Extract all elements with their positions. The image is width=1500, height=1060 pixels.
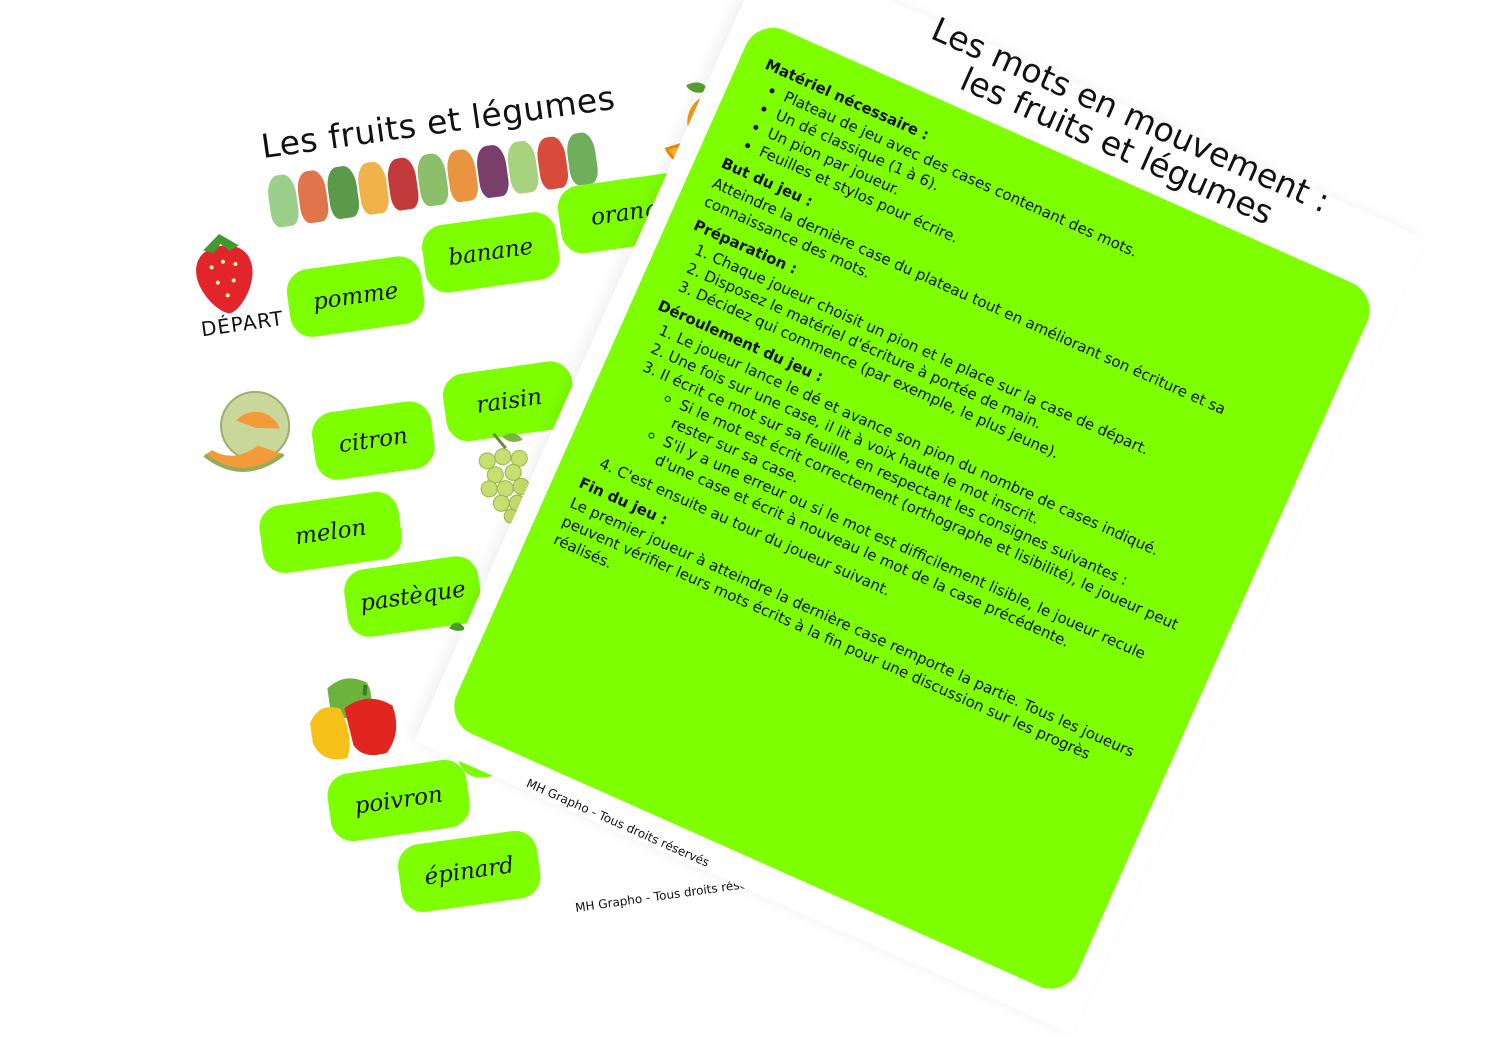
pepper-icon (310, 678, 397, 760)
strawberry-icon (196, 234, 253, 314)
board-tile: pomme (284, 253, 428, 340)
melon-icon (203, 390, 291, 472)
board-tile: citron (309, 398, 438, 483)
board-tile: melon (256, 488, 405, 576)
board-tile: épinard (395, 827, 544, 915)
board-tile: poivron (324, 757, 473, 844)
board-tile: banane (419, 209, 563, 296)
grapes-icon (478, 432, 530, 524)
